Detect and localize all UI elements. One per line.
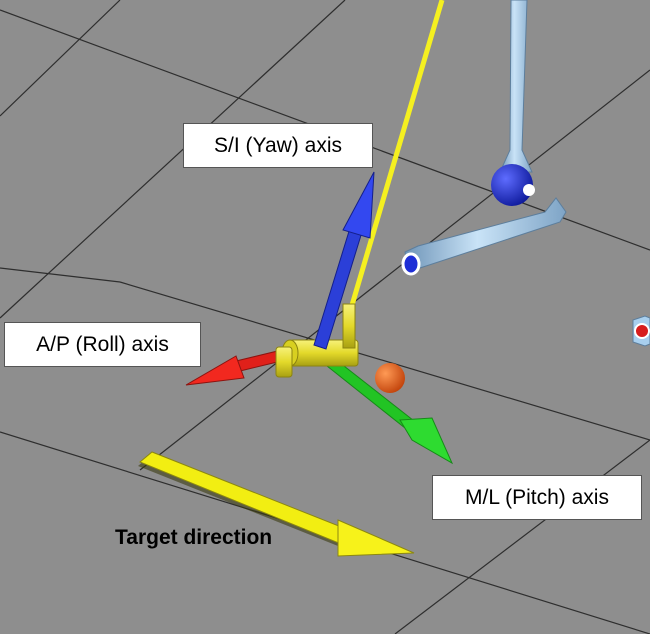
- grid-line: [394, 439, 650, 634]
- yaw-axis-label-text: S/I (Yaw) axis: [214, 133, 342, 157]
- target-direction-label: Target direction: [115, 526, 273, 549]
- yaw-axis-label: S/I (Yaw) axis: [183, 123, 373, 168]
- center-of-mass-sphere: [375, 363, 405, 393]
- roll-axis-label-text: A/P (Roll) axis: [36, 332, 169, 356]
- bone-shank: [499, 0, 533, 173]
- grid-line: [0, 0, 121, 117]
- sensor-cylinder: [275, 303, 359, 378]
- pitch-axis-label: M/L (Pitch) axis: [432, 475, 642, 520]
- edge-joint-marker: [632, 315, 650, 347]
- pitch-axis-arrow: [321, 354, 454, 465]
- grid-line: [139, 69, 650, 471]
- target-direction-arrow: [138, 451, 415, 557]
- pitch-axis-label-text: M/L (Pitch) axis: [465, 485, 609, 509]
- grid-line: [0, 267, 121, 283]
- yaw-axis-arrow: [313, 171, 375, 350]
- toe-joint-marker: [401, 252, 421, 276]
- grid-line: [0, 0, 346, 319]
- yellow-segment-line: [347, 0, 445, 313]
- ankle-joint-marker: [491, 164, 535, 206]
- grid-line: [119, 281, 650, 441]
- roll-axis-label: A/P (Roll) axis: [4, 322, 201, 367]
